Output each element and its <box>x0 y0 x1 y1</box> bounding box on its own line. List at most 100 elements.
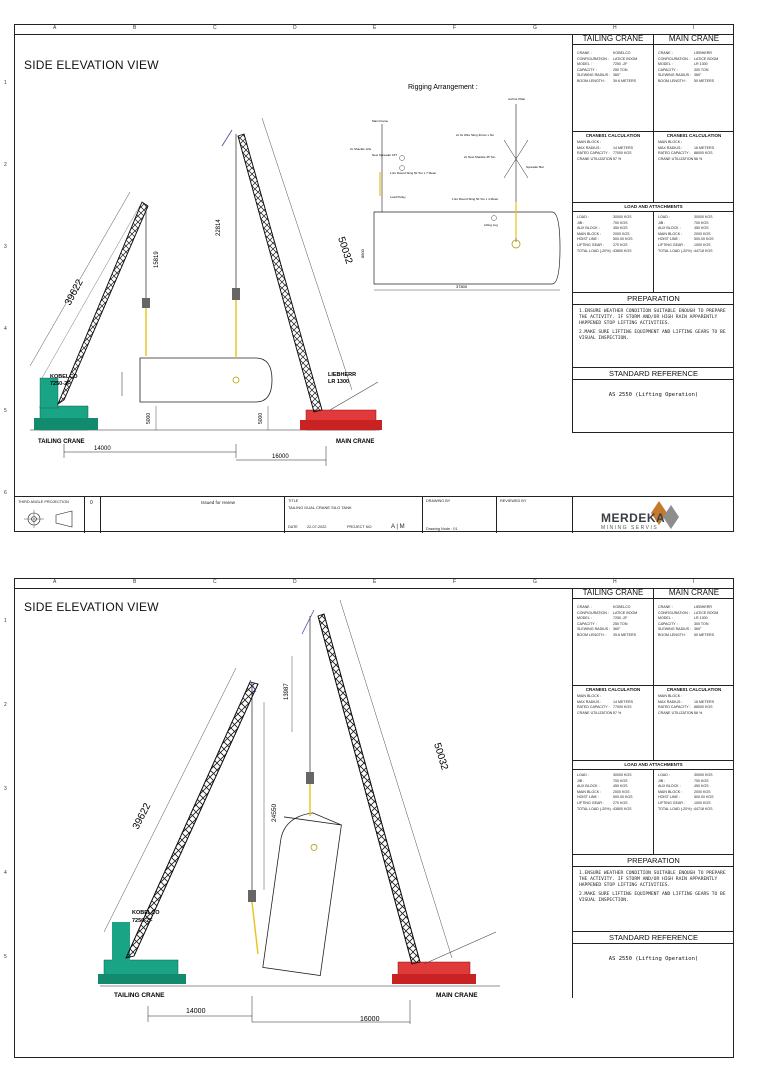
main-specs: CRANE :LIEBHERR CONFIGURATION :LATICE BO… <box>658 51 719 83</box>
tail-hook-dim: 24550 <box>271 804 278 822</box>
row-label: 4 <box>4 326 7 332</box>
tailing-crane-header: TAILING CRANE <box>582 34 644 43</box>
height-dim-2: 5000 <box>258 413 264 424</box>
main-boom-dim-line <box>261 117 353 391</box>
company-logo: MERDEKA MINING SERVIS <box>572 497 734 533</box>
load-right: LOAD :30000 KGS JIB :700 KGS AUX BLOCK :… <box>658 773 714 811</box>
main-crane-label: MAIN CRANE <box>436 992 478 999</box>
rig-note: 1 Ex Round Sling 50 Ton x 7 Meter <box>390 171 436 175</box>
rig-note: Spreader Bar <box>526 165 544 169</box>
drawing-title: TAILING DUAL CRANE SILO TANK <box>288 505 352 510</box>
column-ruler: A B C D E F G H I <box>14 24 734 34</box>
rig-note: 1 Ex Round Sling 50 Ton x 4 Meter <box>452 197 498 201</box>
row-label: 3 <box>4 786 7 792</box>
drawn-by-label: DRAWING BY <box>426 499 451 503</box>
silo-tank <box>121 357 273 403</box>
row-label: 1 <box>4 80 7 86</box>
liebherr-label-line1: LIEBHERR <box>328 372 356 378</box>
col-label: C <box>213 579 217 585</box>
tailing-crane-header: TAILING CRANE <box>582 588 644 597</box>
col-label: C <box>213 25 217 31</box>
rig-note: Load Pulley <box>390 195 406 199</box>
drawing-number: Drawing Node : 01 <box>426 527 458 531</box>
span-dim-2: 16000 <box>272 454 289 460</box>
kobelco-label-line2: 7250-2F <box>132 918 153 924</box>
tank-length-dim: 37800 <box>456 284 468 289</box>
rig-note: Lifting Lug <box>484 223 498 227</box>
standard-reference-header: STANDARD REFERENCE <box>573 931 734 944</box>
tailing-specs: CRANE :KOBELCO CONFIGURATION :LATICE BOO… <box>573 599 654 685</box>
col-label: F <box>453 25 457 31</box>
span-dim-1: 14000 <box>186 1008 206 1015</box>
rigging-title: Rigging Arrangement : <box>408 84 478 91</box>
tailing-crane-label: TAILING CRANE <box>114 992 165 999</box>
tailing-crane-label: TAILING CRANE <box>38 439 85 445</box>
rig-note: 2x New Shackle 35 Ton <box>464 155 496 159</box>
col-label: A <box>53 579 57 585</box>
main-hook-dim: 22814 <box>216 219 222 236</box>
rig-note: New Spreader 16T <box>372 153 397 157</box>
view-title: SIDE ELEVATION VIEW <box>24 58 159 72</box>
drawing-frame <box>14 34 734 532</box>
col-label: E <box>373 25 377 31</box>
preparation-notes: 1.ENSURE WEATHER CONDITION SUITABLE ENOU… <box>579 309 726 341</box>
rig-note: Anchor Plate <box>508 97 526 101</box>
main-hook-dim: 13987 <box>284 683 290 700</box>
height-dim-1: 5000 <box>146 413 152 424</box>
main-crane-header: MAIN CRANE <box>668 588 720 597</box>
tailing-crane <box>98 679 259 984</box>
spec-panel: TAILING CRANE MAIN CRANE CRANE :KOBELCO … <box>572 34 734 432</box>
row-label: 2 <box>4 162 7 168</box>
col-label: G <box>533 579 537 585</box>
merdeka-logo-icon <box>651 501 679 529</box>
view-title: SIDE ELEVATION VIEW <box>24 600 159 614</box>
main-crane-label: MAIN CRANE <box>336 439 374 445</box>
standard-reference-value: AS 2550 (Lifting Operation) <box>608 956 699 962</box>
scale-value: A | M <box>391 524 405 530</box>
tail-hook-dim: 15819 <box>154 251 160 268</box>
drawing-sheet-2: A B C D E F G H I 1 2 3 4 5 SIDE ELEVATI… <box>0 560 768 1080</box>
calc-left: CRANE01 CALCULATION MAIN BLOCK : MAX RAD… <box>573 132 654 202</box>
preparation-notes: 1.ENSURE WEATHER CONDITION SUITABLE ENOU… <box>579 871 726 903</box>
title-block: THIRD ANGLE PROJECTION 0 Issued for revi… <box>14 496 734 533</box>
tank-height-dim: 8800 <box>360 248 365 258</box>
main-boom-dim: 50032 <box>431 742 450 772</box>
col-label: H <box>613 25 617 31</box>
col-label: F <box>453 579 457 585</box>
kobelco-label-line1: KOBELCO <box>132 910 160 916</box>
row-label: 4 <box>4 870 7 876</box>
date-value: 22-07-2022 <box>307 525 327 529</box>
col-label: B <box>133 579 137 585</box>
date-label: DATE <box>288 525 298 529</box>
col-label: D <box>293 579 297 585</box>
projection-symbol-icon <box>24 510 73 528</box>
tailing-crane <box>34 201 150 431</box>
drawing-sheet-1: A B C D E F G H I 1 2 3 4 5 6 SIDE ELEVA… <box>0 6 768 533</box>
main-specs: CRANE :LIEBHERR CONFIGURATION :LATICE BO… <box>658 605 719 637</box>
main-crane <box>221 129 382 431</box>
rig-note: Main Frame <box>372 119 388 123</box>
main-crane-header: MAIN CRANE <box>668 34 720 43</box>
col-label: B <box>133 25 137 31</box>
spec-panel: TAILING CRANE MAIN CRANE CRANE :KOBELCO … <box>572 588 734 998</box>
col-label: I <box>693 579 695 585</box>
calc-right: CRANE01 CALCULATION MAIN BLOCK : MAX RAD… <box>658 687 722 715</box>
load-right: LOAD :30000 KGS JIB :700 KGS AUX BLOCK :… <box>658 215 714 253</box>
tail-boom-dim: 39622 <box>131 801 154 831</box>
load-header: LOAD AND ATTACHMENTS <box>573 202 734 211</box>
row-label: 1 <box>4 618 7 624</box>
title-label: TITLE <box>288 499 299 503</box>
col-label: I <box>693 25 695 31</box>
issued-status: Issued for review <box>201 500 236 505</box>
load-left: LOAD :30000 KGS JIB :700 KGS AUX BLOCK :… <box>573 770 654 854</box>
load-left: LOAD :30000 KGS JIB :700 KGS AUX BLOCK :… <box>573 212 654 292</box>
col-label: D <box>293 25 297 31</box>
silo-tank-tilted <box>262 812 342 976</box>
row-label: 3 <box>4 244 7 250</box>
column-ruler: A B C D E F G H I <box>14 578 734 588</box>
main-boom-dim: 50032 <box>335 236 354 266</box>
calc-left: CRANE01 CALCULATION MAIN BLOCK : MAX RAD… <box>573 686 654 760</box>
preparation-header: PREPARATION <box>573 854 734 867</box>
kobelco-label-line1: KOBELCO <box>50 374 78 380</box>
standard-reference-header: STANDARD REFERENCE <box>573 367 734 380</box>
